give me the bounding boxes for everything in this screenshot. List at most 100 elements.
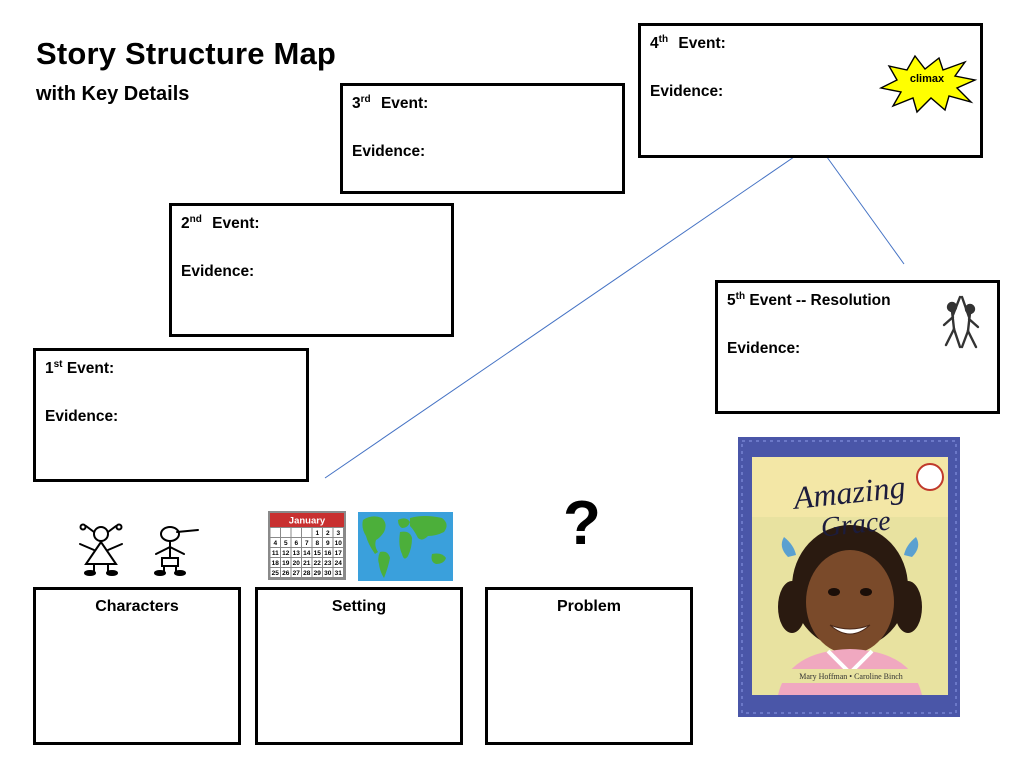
event-5-box[interactable]: 5th Event -- Resolution Evidence:: [715, 280, 1000, 414]
event-1-heading: 1st Event:: [45, 359, 115, 378]
calendar-cell: [323, 538, 333, 547]
falling-action-line: [818, 145, 905, 265]
problem-box[interactable]: Problem: [485, 587, 693, 745]
calendar-day: 21: [303, 560, 311, 567]
event-1-evidence-label: Evidence:: [45, 408, 119, 425]
calendar-day: 13: [293, 550, 301, 557]
calendar-day: 5: [284, 540, 288, 547]
calendar-day: 4: [273, 540, 277, 547]
calendar-day: 3: [336, 530, 340, 537]
calendar-cell: [270, 558, 280, 567]
calendar-day: 23: [324, 560, 332, 567]
calendar-day: 9: [326, 540, 330, 547]
calendar-cell: [302, 528, 312, 537]
calendar-cell: [302, 558, 312, 567]
climax-burst-icon: climax: [878, 54, 978, 114]
book-title-line2: Grace: [819, 505, 892, 543]
problem-label: Problem: [556, 598, 621, 615]
calendar-cell: [291, 538, 301, 547]
girl-stick-figure-icon: [79, 523, 123, 576]
calendar-day: 20: [293, 560, 301, 567]
calendar-day: 7: [305, 540, 309, 547]
calendar-cell: [323, 558, 333, 567]
calendar-cell: [333, 548, 343, 557]
event-5-evidence-label: Evidence:: [727, 340, 801, 357]
calendar-cell: [333, 538, 343, 547]
calendar-month: January: [289, 516, 326, 527]
calendar-day: 8: [315, 540, 319, 547]
calendar-cell: [281, 568, 291, 577]
calendar-day: 6: [294, 540, 298, 547]
calendar-day: 25: [272, 570, 280, 577]
calendar-day: 2: [326, 530, 330, 537]
calendar-cell: [302, 538, 312, 547]
calendar-cell: [291, 528, 301, 537]
calendar-cell: [291, 548, 301, 557]
calendar-day: 19: [282, 560, 290, 567]
calendar-cell: [302, 548, 312, 557]
award-badge-icon: [916, 463, 944, 491]
world-map-icon: [358, 512, 453, 581]
calendar-cell: [312, 538, 322, 547]
characters-box[interactable]: Characters: [33, 587, 241, 745]
calendar-cell: [291, 568, 301, 577]
calendar-day: 12: [282, 550, 290, 557]
climax-label: climax: [910, 73, 945, 85]
book-authors: Mary Hoffman • Caroline Binch: [799, 672, 903, 681]
calendar-day: 27: [293, 570, 301, 577]
setting-label: Setting: [331, 598, 387, 615]
setting-box[interactable]: Setting: [255, 587, 463, 745]
calendar-cell: [333, 528, 343, 537]
event-1-box[interactable]: 1st Event: Evidence:: [33, 348, 309, 482]
calendar-cell: [312, 568, 322, 577]
event-2-evidence-label: Evidence:: [181, 263, 255, 280]
calendar-day: 16: [324, 550, 332, 557]
event-2-box[interactable]: 2nd Event: Evidence:: [169, 203, 454, 337]
event-5-heading: 5th Event -- Resolution: [727, 291, 891, 310]
calendar-cell: [281, 548, 291, 557]
rising-action-line: [324, 145, 811, 479]
calendar-cell: [281, 558, 291, 567]
calendar-cell: [270, 528, 280, 537]
boy-stick-figure-icon: [154, 526, 199, 576]
calendar-cell: [281, 528, 291, 537]
calendar-cell: [270, 538, 280, 547]
calendar-cell: [312, 548, 322, 557]
calendar-cell: [333, 568, 343, 577]
page-subtitle: with Key Details: [36, 83, 190, 105]
calendar-day: 26: [282, 570, 290, 577]
calendar-cell: [291, 558, 301, 567]
characters-label: Characters: [95, 598, 179, 615]
book-cover: Amazing Grace Mary Hoffman • Caroline Bi…: [738, 437, 960, 717]
calendar-cell: [302, 568, 312, 577]
calendar-day: 30: [324, 570, 332, 577]
page-title: Story Structure Map: [36, 36, 337, 71]
calendar-day: 10: [335, 540, 343, 547]
calendar-day: 29: [314, 570, 322, 577]
calendar-cell: [270, 548, 280, 557]
event-4-evidence-label: Evidence:: [650, 83, 724, 100]
calendar-cell: [323, 548, 333, 557]
calendar-cell: [281, 538, 291, 547]
calendar-day: 17: [335, 550, 343, 557]
calendar-day: 28: [303, 570, 311, 577]
calendar-day: 15: [314, 550, 322, 557]
calendar-cell: [333, 558, 343, 567]
event-3-heading: 3rd Event:: [352, 94, 429, 113]
calendar-day: 1: [315, 530, 319, 537]
question-mark-icon: ?: [563, 489, 601, 558]
event-3-box[interactable]: 3rd Event: Evidence:: [340, 83, 625, 194]
calendar-day: 18: [272, 560, 280, 567]
calendar-cell: [312, 528, 322, 537]
calendar-cell: [323, 528, 333, 537]
calendar-day: 22: [314, 560, 322, 567]
calendar-day: 31: [335, 570, 343, 577]
event-4-box[interactable]: 4th Event: Evidence: climax: [638, 23, 983, 158]
calendar-cell: [270, 568, 280, 577]
event-4-heading: 4th Event:: [650, 34, 726, 53]
calendar-day: 24: [335, 560, 343, 567]
calendar-day: 14: [303, 550, 311, 557]
